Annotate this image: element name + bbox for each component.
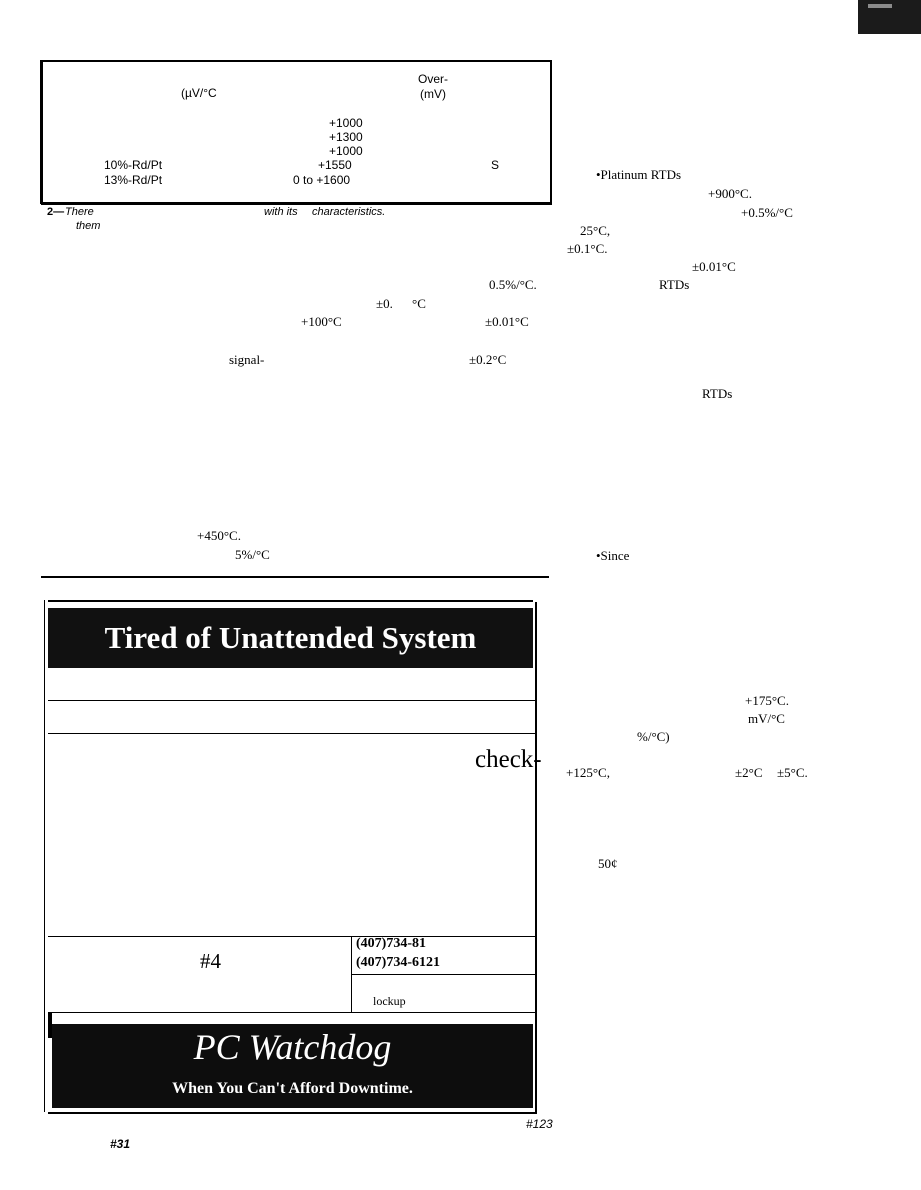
right-bullet-since: •Since [596,548,630,563]
right-text-acc1: ±0.1°C. [567,241,608,256]
table-range-3: +1000 [329,144,363,158]
right-text-acc4: ±5°C. [777,765,808,780]
table-range-5: 0 to +1600 [293,173,351,187]
ad-corner-block [48,1012,52,1038]
right-text-cents: 50¢ [598,856,618,871]
table-range-1: +1000 [329,116,363,130]
ad-rule-4 [351,974,537,975]
right-text-acc2: ±0.01°C [692,259,736,274]
thermocouple-table [40,60,552,205]
left-text-pct: 0.5%/°C. [489,277,537,292]
caption-word-2: with its [264,206,298,218]
watchdog-advertisement: Tired of Unattended System Lockup? check… [44,596,542,1116]
caption-word-4: them [76,220,101,232]
right-text-temp125: +125°C, [566,765,610,780]
table-type-letter: S [491,158,500,172]
right-text-rtds1: RTDs [659,277,690,292]
right-text-temp25: 25°C, [580,223,611,238]
left-text-temp2: +450°C. [197,528,241,543]
left-text-temp1: +100°C [301,314,342,329]
right-text-rtds2: RTDs [702,386,733,401]
ad-headline: Tired of Unattended System Lockup? [48,608,533,715]
ad-phone-2[interactable]: (407)734-6121 [356,955,440,970]
right-text-pctc: %/°C) [637,729,670,744]
ad-rule-3 [48,936,537,937]
table-row-name-1: 10%-Rd/Pt [104,158,163,172]
table-header-overvoltage: Over- [418,72,448,86]
ad-left-border [44,600,45,1112]
caption-prefix: 2— [47,206,65,218]
caption-word-3: characteristics. [312,206,386,218]
ad-right-border [535,602,537,1112]
ad-tagline: When You Can't Afford Downtime. [172,1080,413,1097]
table-range-4: +1550 [318,158,352,172]
ad-hash-4: #4 [200,949,221,973]
ad-top-rule [48,600,533,602]
table-header-uv: (µV/°C [181,86,217,100]
right-bullet-platinum: •Platinum RTDs [596,167,682,182]
left-text-deg: °C [412,296,426,311]
ad-bottom-rule [48,1112,537,1114]
ad-rule-1 [48,700,537,701]
section-divider [41,576,549,578]
right-text-acc3: ±2°C [735,765,763,780]
ad-phone-1[interactable]: (407)734-81 [356,936,426,951]
table-row-name-2: 13%-Rd/Pt [104,173,163,187]
ad-rule-2 [48,733,537,734]
page-corner-mark [858,0,921,34]
left-text-acc3: ±0.2°C [469,352,507,367]
left-text-signal: signal- [229,352,265,367]
ad-product-banner: PC Watchdog When You Can't Afford Downti… [52,1024,533,1108]
footer-right-ref: #123 [526,1117,553,1131]
left-text-acc2: ±0.01°C [485,314,529,329]
right-text-mvc: mV/°C [748,711,785,726]
right-text-temp900: +900°C. [708,186,752,201]
caption-word-1: There [65,206,94,218]
ad-check-text: check- [475,746,542,773]
table-header-mv: (mV) [420,87,446,101]
left-text-acc1: ±0. [376,296,393,311]
footer-left-ref: #31 [110,1137,131,1151]
right-text-temp175: +175°C. [745,693,789,708]
ad-product-name: PC Watchdog [193,1027,392,1067]
left-text-pct2: 5%/°C [235,547,270,562]
table-range-2: +1300 [329,130,363,144]
ad-rule-5 [48,1012,537,1013]
right-text-pct: +0.5%/°C [741,205,793,220]
ad-lockup-text: lockup [373,994,406,1008]
